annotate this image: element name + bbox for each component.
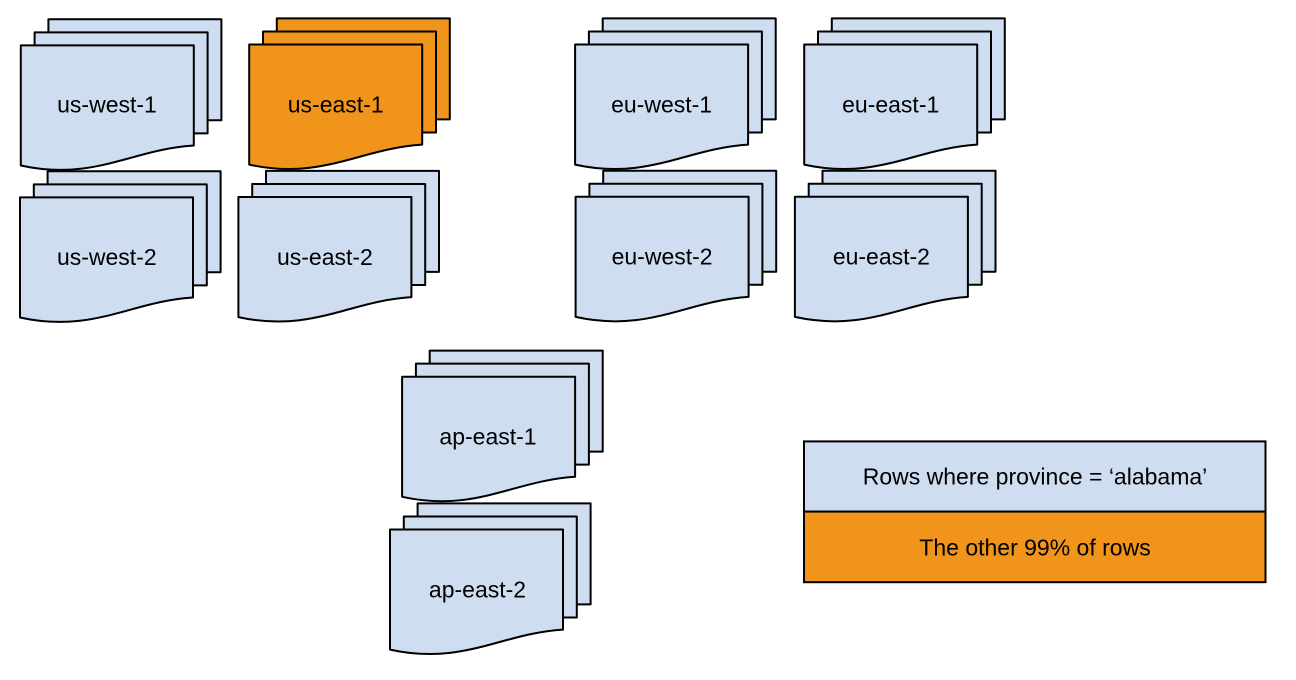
svg-text:us-west-1: us-west-1 — [57, 92, 157, 118]
svg-text:eu-east-1: eu-east-1 — [842, 92, 939, 118]
svg-text:us-east-1: us-east-1 — [288, 92, 384, 118]
svg-text:eu-east-2: eu-east-2 — [833, 244, 930, 270]
svg-text:ap-east-1: ap-east-1 — [439, 424, 536, 450]
svg-text:us-east-2: us-east-2 — [277, 244, 373, 270]
svg-text:The other 99% of rows: The other 99% of rows — [919, 534, 1150, 560]
svg-text:Rows where province = ‘alabama: Rows where province = ‘alabama’ — [863, 464, 1208, 490]
svg-text:eu-west-1: eu-west-1 — [611, 92, 712, 118]
svg-text:eu-west-2: eu-west-2 — [612, 244, 713, 270]
svg-text:ap-east-2: ap-east-2 — [429, 576, 526, 602]
svg-text:us-west-2: us-west-2 — [57, 244, 157, 270]
